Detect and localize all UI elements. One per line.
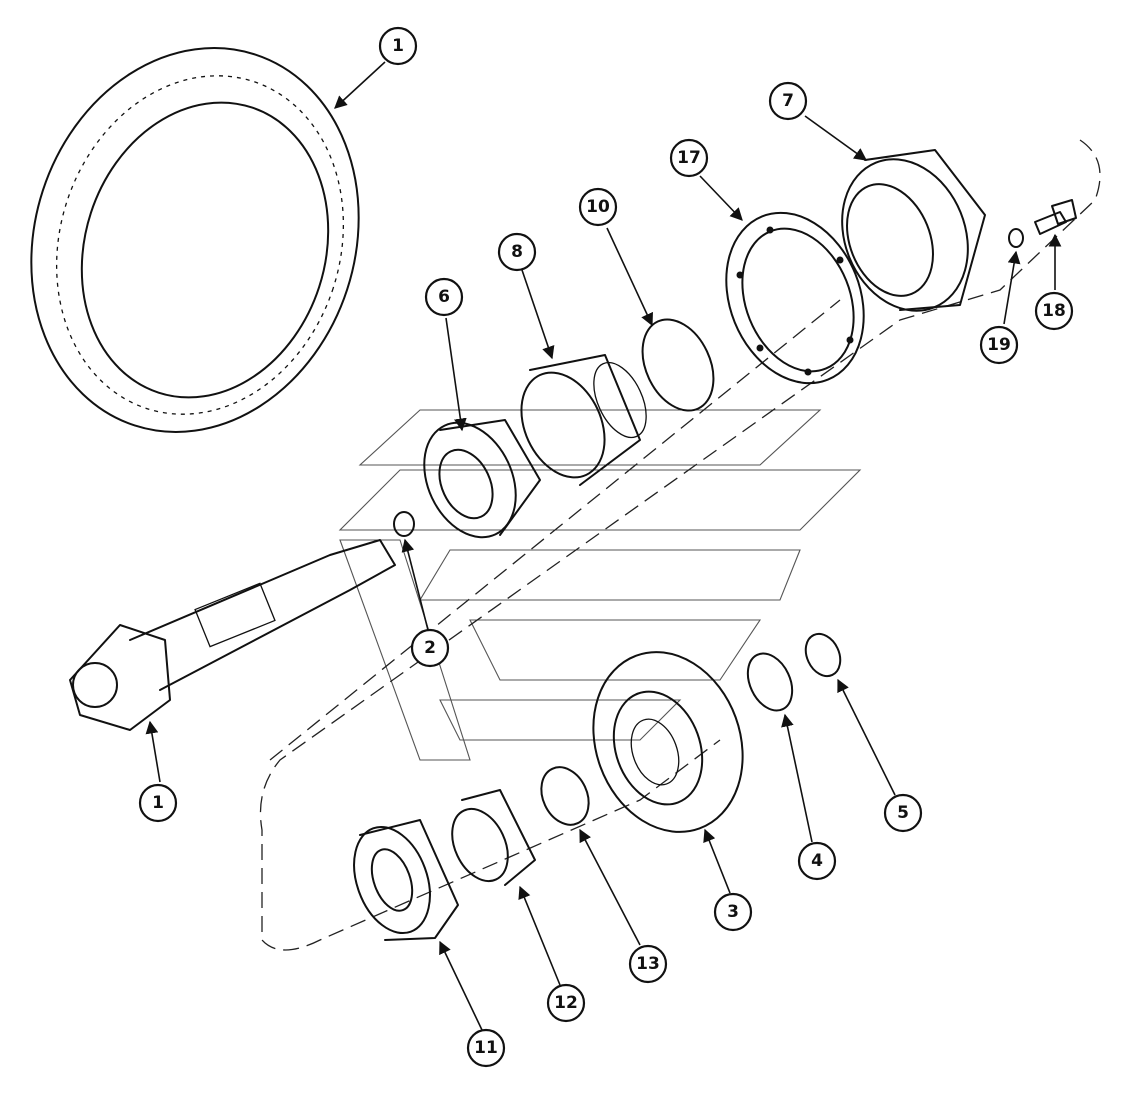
callout-18: 18 (1034, 291, 1074, 331)
callout-3: 3 (713, 892, 753, 932)
callout-label: 12 (554, 993, 578, 1013)
snap-ring-upper (641, 318, 715, 412)
bearing-housing (841, 149, 986, 312)
leader-lines (145, 61, 1062, 1031)
snap-ring-right (804, 632, 842, 678)
callout-2: 2 (410, 628, 450, 668)
callout-label: 13 (636, 954, 660, 974)
small-nut (393, 511, 415, 537)
callout-1-ring: 1 (378, 26, 418, 66)
callout-label: 6 (438, 287, 450, 307)
callout-label: 4 (811, 851, 823, 871)
callout-label: 19 (987, 335, 1011, 355)
snap-ring-lower (540, 766, 590, 826)
bearing-cup-lower (353, 819, 459, 941)
callout-label: 7 (782, 91, 794, 111)
axis-line (269, 299, 841, 761)
callout-13: 13 (628, 944, 668, 984)
callout-6: 6 (424, 277, 464, 317)
callout-1-pinion: 1 (138, 783, 178, 823)
callout-12: 12 (546, 983, 586, 1023)
callout-label: 3 (727, 902, 739, 922)
callout-10: 10 (578, 187, 618, 227)
callout-label: 10 (586, 197, 610, 217)
taper-bearing-large (423, 419, 541, 539)
callout-11: 11 (466, 1028, 506, 1068)
callout-17: 17 (669, 138, 709, 178)
assembly-boundary (259, 139, 1101, 951)
callout-label: 17 (677, 148, 701, 168)
callout-4: 4 (797, 841, 837, 881)
callout-label: 2 (424, 638, 436, 658)
bolt (1034, 199, 1077, 235)
helical-gear (592, 651, 744, 833)
callout-label: 8 (511, 242, 523, 262)
callout-label: 1 (392, 36, 404, 56)
pinion-shaft (69, 539, 396, 731)
callout-19: 19 (979, 325, 1019, 365)
callout-label: 11 (474, 1038, 498, 1058)
lock-washer (1008, 228, 1024, 248)
gasket (725, 211, 865, 385)
taper-bearing-small (451, 789, 536, 886)
callout-7: 7 (768, 81, 808, 121)
callout-label: 18 (1042, 301, 1066, 321)
bearing-cup (520, 354, 647, 486)
callout-8: 8 (497, 232, 537, 272)
spacer-ring (746, 652, 794, 712)
callout-label: 5 (897, 803, 909, 823)
ring-gear (30, 47, 360, 433)
watermark-logo (338, 409, 862, 761)
callout-label: 1 (152, 793, 164, 813)
callout-5: 5 (883, 793, 923, 833)
